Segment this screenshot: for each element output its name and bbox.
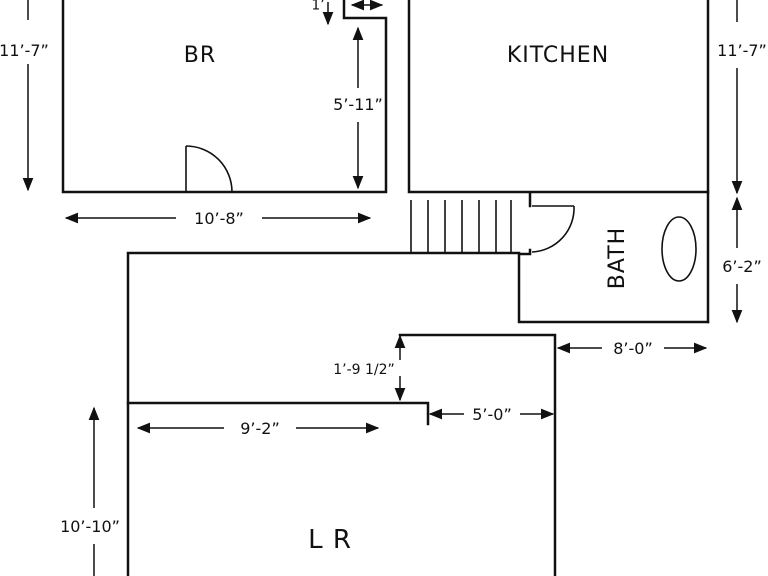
dim-lr-step-width: 5’-0” [472, 405, 512, 424]
dim-br-width: 10’-8” [194, 209, 244, 228]
dim-lr-upper-width: 9’-2” [240, 419, 280, 438]
dim-bath-height: 6’-2” [722, 257, 762, 276]
dim-closet-top: 1’ [311, 0, 324, 14]
room-label-bath: BATH [605, 227, 630, 289]
room-label-br: BR [184, 43, 216, 68]
bedroom-door [185, 145, 233, 193]
dimension-lines [22, 0, 743, 576]
room-label-lr: L R [308, 525, 352, 555]
dim-lr-step-height: 1’-9 1/2” [333, 362, 395, 378]
dim-br-height: 11’-7” [0, 41, 49, 60]
dim-kitchen-height: 11’-7” [717, 41, 767, 60]
bathtub [661, 216, 697, 282]
dim-bath-width: 8’-0” [613, 339, 653, 358]
kitchen-walls [407, 0, 710, 324]
room-label-kitchen: KITCHEN [507, 43, 609, 68]
dim-closet-depth: 5’-11” [333, 95, 383, 114]
dim-lr-height: 10’-10” [60, 517, 120, 536]
stairs [410, 200, 512, 252]
living-room-walls [126, 251, 557, 576]
bedroom-walls [61, 0, 388, 194]
